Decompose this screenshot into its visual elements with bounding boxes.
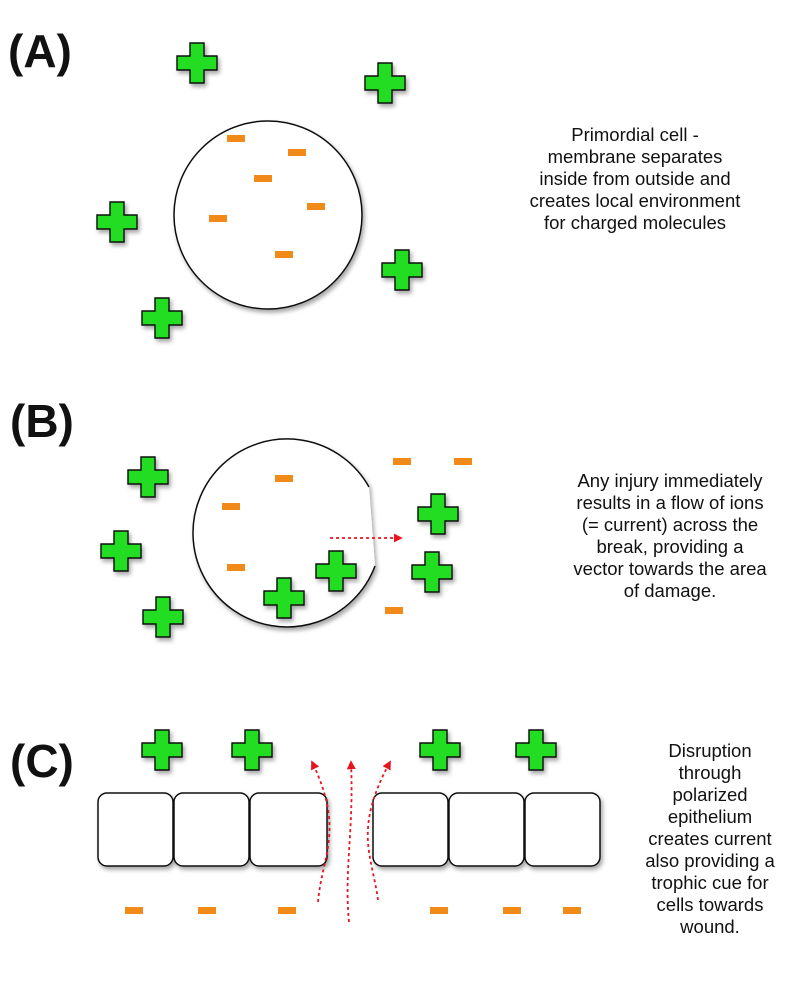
panel-label-b: (B) bbox=[10, 395, 74, 447]
plus-icon bbox=[96, 201, 138, 243]
plus-icon bbox=[515, 729, 557, 771]
plus-icon bbox=[417, 493, 459, 535]
minus-icon bbox=[454, 458, 472, 465]
plus-icon bbox=[419, 729, 461, 771]
plus-icon bbox=[141, 729, 183, 771]
panel-label-a: (A) bbox=[8, 25, 72, 77]
plus-icon bbox=[176, 42, 218, 84]
minus-icon bbox=[307, 203, 325, 210]
plus-icon bbox=[127, 456, 169, 498]
minus-icon bbox=[125, 907, 143, 914]
plus-icon bbox=[142, 596, 184, 638]
panel-c bbox=[97, 729, 601, 923]
minus-icon bbox=[275, 251, 293, 258]
minus-icon bbox=[278, 907, 296, 914]
minus-icon bbox=[227, 564, 245, 571]
epithelial-cell bbox=[524, 792, 601, 867]
plus-icon bbox=[364, 62, 406, 104]
epithelial-cell bbox=[372, 792, 449, 867]
panel-caption-a: Primordial cell - membrane separates ins… bbox=[529, 124, 741, 233]
plus-icon bbox=[100, 530, 142, 572]
current-arrow bbox=[311, 760, 331, 903]
minus-icon bbox=[503, 907, 521, 914]
epithelial-cell bbox=[97, 792, 174, 867]
minus-icon bbox=[222, 503, 240, 510]
panel-caption-b: Any injury immediately results in a flow… bbox=[573, 470, 767, 601]
minus-icon bbox=[563, 907, 581, 914]
epithelial-cell bbox=[448, 792, 525, 867]
epithelial-cell bbox=[249, 792, 328, 867]
minus-icon bbox=[198, 907, 216, 914]
panel-b bbox=[100, 438, 472, 638]
minus-icon bbox=[209, 215, 227, 222]
panel-caption-c: Disruption through polarized epithelium … bbox=[645, 740, 775, 937]
plus-icon bbox=[231, 729, 273, 771]
minus-icon bbox=[385, 607, 403, 614]
minus-icon bbox=[227, 135, 245, 142]
panel-label-c: (C) bbox=[10, 735, 74, 787]
minus-icon bbox=[430, 907, 448, 914]
panel-a bbox=[96, 42, 423, 339]
minus-icon bbox=[275, 475, 293, 482]
plus-icon bbox=[411, 551, 453, 593]
minus-icon bbox=[393, 458, 411, 465]
minus-icon bbox=[254, 175, 272, 182]
plus-icon bbox=[141, 297, 183, 339]
epithelial-cell bbox=[173, 792, 250, 867]
primordial-cell-membrane bbox=[173, 120, 363, 310]
current-arrow bbox=[346, 760, 356, 923]
minus-icon bbox=[288, 149, 306, 156]
plus-icon bbox=[381, 249, 423, 291]
current-arrow bbox=[366, 760, 391, 901]
